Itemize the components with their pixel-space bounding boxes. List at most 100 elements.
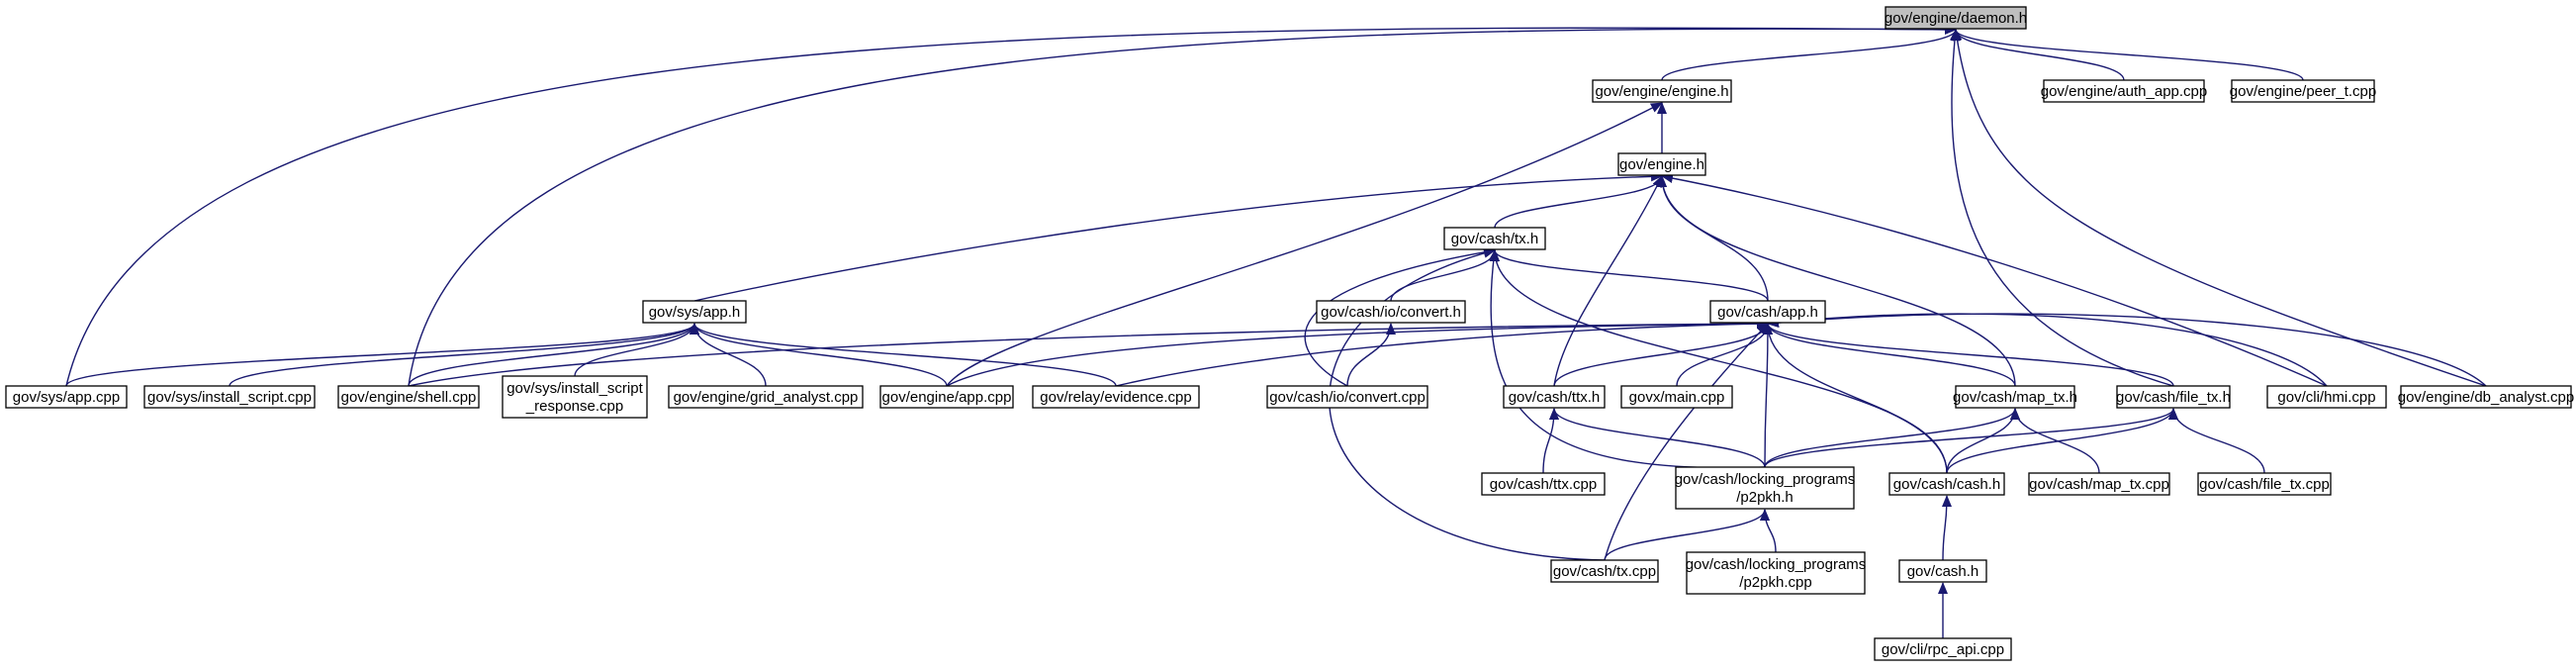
node-box bbox=[879, 385, 1014, 409]
edge-relay_evidence_cpp-includes-sys_app_h bbox=[690, 323, 1117, 387]
node-box bbox=[1888, 472, 2005, 496]
node-peer-t-cpp[interactable]: gov/engine/peer_t.cpp bbox=[2230, 79, 2376, 103]
node-cash-io-convert-cpp[interactable]: gov/cash/io/convert.cpp bbox=[1266, 385, 1428, 409]
node-label: gov/engine/shell.cpp bbox=[341, 389, 477, 406]
edge-cash_map_tx_h-includes-cash_app_h bbox=[1763, 323, 2016, 387]
node-label: gov/cash/locking_programs bbox=[1686, 556, 1867, 573]
node-cash-map-tx-h[interactable]: gov/cash/map_tx.h bbox=[1953, 385, 2077, 409]
node-sys-install-script-response-cpp[interactable]: gov/sys/install_script_response.cpp bbox=[502, 375, 648, 419]
node-cash-tx-h[interactable]: gov/cash/tx.h bbox=[1443, 227, 1546, 250]
node-engine-grid-analyst-cpp[interactable]: gov/engine/grid_analyst.cpp bbox=[668, 385, 864, 409]
node-box bbox=[668, 385, 864, 409]
edge-engine_shell_cpp-includes-sys_app_h bbox=[408, 323, 699, 387]
edge-sys_install_script_response_cpp-includes-sys_app_h bbox=[574, 323, 699, 377]
edge-engine_app_cpp-includes-cash_app_h bbox=[946, 319, 1769, 387]
edge-cash_ttx_h-includes-cash_app_h bbox=[1553, 323, 1773, 387]
edge-sys_install_script_cpp-includes-sys_app_h bbox=[229, 323, 699, 387]
node-label: gov/engine/peer_t.cpp bbox=[2230, 83, 2376, 100]
node-label: gov/cash/file_tx.h bbox=[2116, 389, 2231, 406]
node-label: gov/cash/app.h bbox=[1717, 304, 1818, 321]
edge-cash_ttx_cpp-includes-cash_ttx_h bbox=[1542, 408, 1559, 474]
edge-cash_tx_cpp-includes-cash_tx_h bbox=[1329, 247, 1606, 561]
node-cash-file-tx-cpp[interactable]: gov/cash/file_tx.cpp bbox=[2197, 472, 2332, 496]
edge-cash_tx_cpp-includes-cash_locking_p2pkh_h bbox=[1604, 509, 1770, 561]
node-box bbox=[1032, 385, 1200, 409]
node-box bbox=[337, 385, 480, 409]
node-cash-h[interactable]: gov/cash.h bbox=[1898, 559, 1987, 583]
node-label: gov/engine.h bbox=[1619, 156, 1704, 173]
edge-cash_cash_h-includes-cash_tx_h bbox=[1490, 249, 1948, 474]
node-cash-io-convert-h[interactable]: gov/cash/io/convert.h bbox=[1316, 300, 1466, 324]
edge-cash_locking_p2pkh_cpp-includes-cash_locking_p2pkh_h bbox=[1760, 509, 1777, 553]
node-cash-file-tx-h[interactable]: gov/cash/file_tx.h bbox=[2116, 385, 2231, 409]
node-sys-app-h[interactable]: gov/sys/app.h bbox=[642, 300, 747, 324]
node-box bbox=[642, 300, 747, 324]
node-label: gov/cash/io/convert.cpp bbox=[1269, 389, 1426, 406]
file-nodes: gov/engine/daemon.h gov/engine/engine.h go… bbox=[5, 6, 2574, 661]
node-sys-install-script-cpp[interactable]: gov/sys/install_script.cpp bbox=[143, 385, 316, 409]
node-label: gov/cash/ttx.h bbox=[1509, 389, 1601, 406]
node-engine-engine-h[interactable]: gov/engine/engine.h bbox=[1592, 79, 1732, 103]
node-label: govx/main.cpp bbox=[1629, 389, 1725, 406]
node-govx-main-cpp[interactable]: govx/main.cpp bbox=[1620, 385, 1733, 409]
node-engine-shell-cpp[interactable]: gov/engine/shell.cpp bbox=[337, 385, 480, 409]
node-daemon-h: gov/engine/daemon.h bbox=[1885, 6, 2027, 30]
edge-engine_db_analyst_cpp-includes-cash_app_h bbox=[1767, 313, 2487, 387]
edge-cash_file_tx_h-includes-daemon_h bbox=[1949, 29, 2174, 387]
edge-cash_locking_p2pkh_h-includes-cash_ttx_h bbox=[1549, 408, 1766, 468]
node-cash-locking-p2pkh-h[interactable]: gov/cash/locking_programs/p2pkh.h bbox=[1675, 466, 1856, 510]
node-box bbox=[2116, 385, 2231, 409]
node-sys-app-cpp[interactable]: gov/sys/app.cpp bbox=[5, 385, 128, 409]
edge-cash_cash_h-includes-cash_file_tx_h bbox=[1946, 408, 2178, 474]
edge-engine_shell_cpp-includes-daemon_h bbox=[408, 24, 1957, 387]
edge-cash_locking_p2pkh_h-includes-cash_file_tx_h bbox=[1764, 408, 2178, 468]
node-cash-tx-cpp[interactable]: gov/cash/tx.cpp bbox=[1550, 559, 1659, 583]
edge-engine_shell_cpp-includes-cash_app_h bbox=[408, 319, 1769, 387]
node-cli-hmi-cpp[interactable]: gov/cli/hmi.cpp bbox=[2266, 385, 2387, 409]
node-label: gov/cash.h bbox=[1907, 563, 1979, 580]
node-engine-db-analyst-cpp[interactable]: gov/engine/db_analyst.cpp bbox=[2398, 385, 2574, 409]
edge-engine_app_cpp-includes-sys_app_h bbox=[690, 323, 948, 387]
node-label: gov/cash/map_tx.h bbox=[1953, 389, 2077, 406]
edge-cash_locking_p2pkh_h-includes-cash_app_h bbox=[1762, 323, 1773, 468]
node-label: gov/engine/auth_app.cpp bbox=[2041, 83, 2207, 100]
node-cli-rpc-api-cpp[interactable]: gov/cli/rpc_api.cpp bbox=[1874, 637, 2012, 661]
node-label: gov/cash/io/convert.h bbox=[1321, 304, 1461, 321]
node-box bbox=[143, 385, 316, 409]
edge-sys_app_cpp-includes-daemon_h bbox=[65, 24, 1957, 387]
node-engine-h[interactable]: gov/engine.h bbox=[1617, 152, 1706, 176]
node-label: gov/cash/file_tx.cpp bbox=[2199, 476, 2330, 493]
node-cash-app-h[interactable]: gov/cash/app.h bbox=[1709, 300, 1826, 324]
node-cash-ttx-cpp[interactable]: gov/cash/ttx.cpp bbox=[1481, 472, 1606, 496]
node-box bbox=[2400, 385, 2572, 409]
edge-cash_h-includes-cash_cash_h bbox=[1941, 495, 1952, 561]
node-cash-cash-h[interactable]: gov/cash/cash.h bbox=[1888, 472, 2005, 496]
node-label: gov/engine/daemon.h bbox=[1885, 10, 2027, 27]
edge-cli_hmi_cpp-includes-engine_h bbox=[1661, 173, 2328, 387]
edge-sys_app_cpp-includes-sys_app_h bbox=[65, 323, 699, 387]
node-box bbox=[1898, 559, 1987, 583]
node-box bbox=[5, 385, 128, 409]
node-auth-app-cpp[interactable]: gov/engine/auth_app.cpp bbox=[2041, 79, 2207, 103]
edge-engine_db_analyst_cpp-includes-daemon_h bbox=[1952, 29, 2487, 387]
node-label: gov/engine/db_analyst.cpp bbox=[2398, 389, 2574, 406]
edge-cash_tx_h-includes-engine_h bbox=[1494, 175, 1667, 229]
node-label: gov/engine/grid_analyst.cpp bbox=[674, 389, 859, 406]
node-box bbox=[2197, 472, 2332, 496]
node-box bbox=[1955, 385, 2075, 409]
node-box bbox=[1443, 227, 1546, 250]
node-box bbox=[1316, 300, 1466, 324]
node-label: gov/cash/ttx.cpp bbox=[1490, 476, 1597, 493]
node-cash-map-tx-cpp[interactable]: gov/cash/map_tx.cpp bbox=[2028, 472, 2170, 496]
node-relay-evidence-cpp[interactable]: gov/relay/evidence.cpp bbox=[1032, 385, 1200, 409]
edge-cash_io_convert_cpp-includes-cash_tx_h bbox=[1304, 246, 1496, 387]
node-box bbox=[2028, 472, 2170, 496]
node-box bbox=[1709, 300, 1826, 324]
edge-peer_t_cpp-includes-daemon_h bbox=[1951, 29, 2304, 81]
node-label: gov/cash/locking_programs bbox=[1675, 471, 1856, 488]
node-engine-app-cpp[interactable]: gov/engine/app.cpp bbox=[879, 385, 1014, 409]
node-cash-locking-p2pkh-cpp[interactable]: gov/cash/locking_programs/p2pkh.cpp bbox=[1686, 551, 1867, 595]
node-cash-ttx-h[interactable]: gov/cash/ttx.h bbox=[1503, 385, 1606, 409]
node-box bbox=[2266, 385, 2387, 409]
